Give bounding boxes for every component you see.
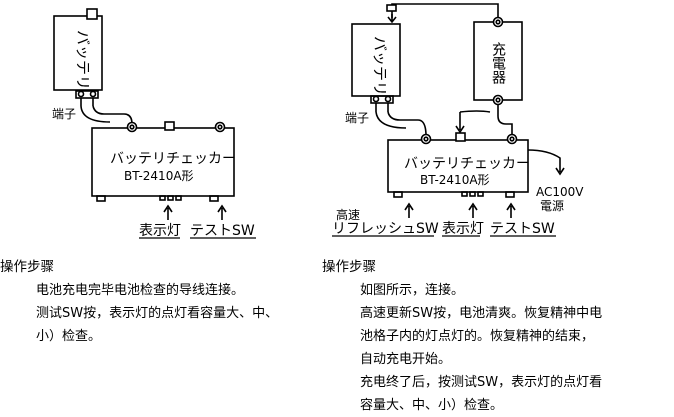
left-procedure-line: 小）检查。 <box>36 329 102 344</box>
right-checker-name: バッテリチェッカー <box>404 156 530 172</box>
right-test-sw-label: テストSW <box>490 221 555 237</box>
left-procedure-line: 测试SW按，表示灯的点灯看容量大、中、 <box>36 306 279 321</box>
left-checker-model: BT-2410A形 <box>124 169 194 183</box>
right-battery-label: バッテリ <box>371 36 389 96</box>
right-ac-label-2: 電源 <box>540 199 564 213</box>
right-fast-label: 高速 <box>336 207 360 222</box>
right-wire-charger-arrow <box>455 112 465 134</box>
right-procedure-line: 如图所示，连接。 <box>360 283 465 298</box>
left-wire-battery-lower <box>80 105 111 123</box>
right-procedure-line: 高速更新SW按，电池清爽。恢复精神中电 <box>360 306 603 321</box>
left-checker-connectors <box>126 121 226 133</box>
right-procedure-line: 充电终了后，按测试SW，表示灯的点灯看 <box>360 375 603 390</box>
left-checker-name: バッテリチェッカー <box>110 151 236 167</box>
right-diagram <box>332 3 565 237</box>
right-terminal-pair <box>370 95 394 112</box>
right-top-wire <box>391 3 499 22</box>
right-arrow-testsw <box>506 202 516 218</box>
left-checker-bottom-parts <box>96 195 219 202</box>
left-terminal-pair <box>75 90 99 106</box>
right-refresh-sw-label: リフレッシュSW <box>332 221 439 237</box>
right-wire-charger-checker <box>497 104 513 136</box>
right-charger-vertical: 充電器 <box>490 42 506 84</box>
right-procedure-title: 操作步骤 <box>322 259 376 275</box>
right-wire-terminal-checker <box>387 111 427 137</box>
right-ac-wire <box>527 149 565 176</box>
left-diagram <box>53 8 256 239</box>
left-battery-label: バッテリ <box>74 30 92 90</box>
left-arrow-testsw <box>217 204 227 220</box>
left-procedure-title: 操作步骤 <box>0 259 54 275</box>
right-ac-label-1: AC100V <box>536 185 584 199</box>
right-procedure-line: 自动充电开始。 <box>360 352 452 367</box>
right-checker-connectors <box>420 132 518 145</box>
right-terminal-label: 端子 <box>345 111 369 125</box>
left-battery-top-cap <box>86 8 98 20</box>
right-checker-model: BT-2410A形 <box>420 173 490 187</box>
left-procedure: 操作步骤 电池充电完毕电池检查的导线连接。 测试SW按，表示灯的点灯看容量大、中… <box>0 256 300 348</box>
left-battery-box <box>53 15 103 91</box>
left-indicator-lamp-label: 表示灯 <box>139 223 181 239</box>
right-top-arrow <box>387 14 397 24</box>
right-indicator-lamp-label: 表示灯 <box>442 221 484 237</box>
left-arrow-indicator <box>163 204 173 220</box>
right-checker-bottom-parts <box>393 191 515 198</box>
right-procedure-line: 池格子内的灯点灯的。恢复精神的结束， <box>360 329 595 344</box>
right-procedure: 操作步骤 如图所示，连接。 高速更新SW按，电池清爽。恢复精神中电 池格子内的灯… <box>322 256 672 417</box>
right-wire-terminal-lower <box>375 111 407 129</box>
right-arrow-indicator <box>468 202 478 218</box>
left-procedure-line: 电池充电完毕电池检查的导线连接。 <box>36 283 245 298</box>
left-wire-battery-checker <box>92 105 133 125</box>
right-arrow-refresh <box>404 202 414 218</box>
left-test-sw-label: テストSW <box>190 223 255 239</box>
right-procedure-line: 容量大、中、小）检查。 <box>360 398 504 413</box>
left-terminal-label: 端子 <box>52 107 76 121</box>
